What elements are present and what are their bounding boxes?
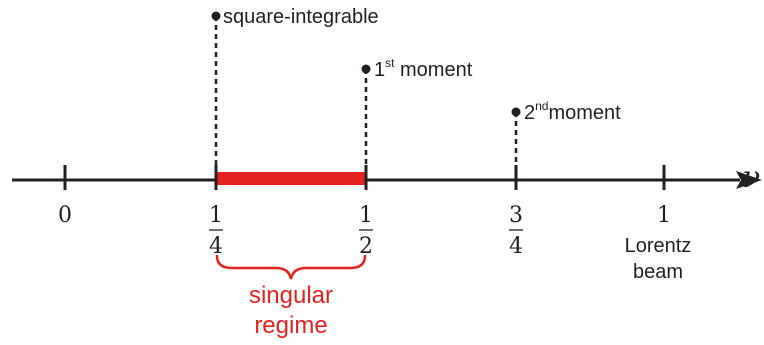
singular-regime-label-line2: regime	[254, 312, 327, 339]
singular-regime-bar	[216, 172, 366, 185]
first-moment-dot	[361, 64, 371, 74]
second-moment-superscript: nd	[535, 99, 548, 113]
first-moment-base: 1	[374, 59, 385, 81]
first-moment-text: moment	[394, 59, 472, 81]
tick-label-one-quarter-denominator: 4	[209, 234, 223, 259]
tick-label-three-quarters-denominator: 4	[509, 234, 523, 259]
first-moment-label: 1st moment	[374, 56, 473, 81]
second-moment-dot	[511, 107, 521, 117]
tick-label-one-half-denominator: 2	[359, 234, 373, 259]
nu-axis-variable: ν	[742, 160, 760, 195]
nu-axis-arrowhead	[736, 171, 762, 189]
tick-label-three-quarters-numerator: 3	[509, 203, 523, 228]
square-integrable-label: square-integrable	[223, 6, 379, 28]
second-moment-label: 2ndmoment	[524, 99, 621, 124]
singular-regime-brace	[215, 254, 367, 280]
lorentz-caption-line1: Lorentz	[625, 235, 692, 257]
tick-label-1: 1	[657, 203, 671, 228]
square-integrable-dot	[211, 11, 221, 21]
tick-label-one-half-numerator: 1	[359, 203, 373, 228]
tick-label-one-quarter-numerator: 1	[209, 203, 223, 228]
lorentz-caption-line2: beam	[633, 261, 683, 283]
first-moment-superscript: st	[385, 56, 395, 70]
tick-label-0: 0	[58, 203, 72, 228]
second-moment-base: 2	[524, 102, 535, 124]
singular-regime-label-line1: singular	[249, 282, 333, 309]
second-moment-text: moment	[548, 102, 621, 124]
